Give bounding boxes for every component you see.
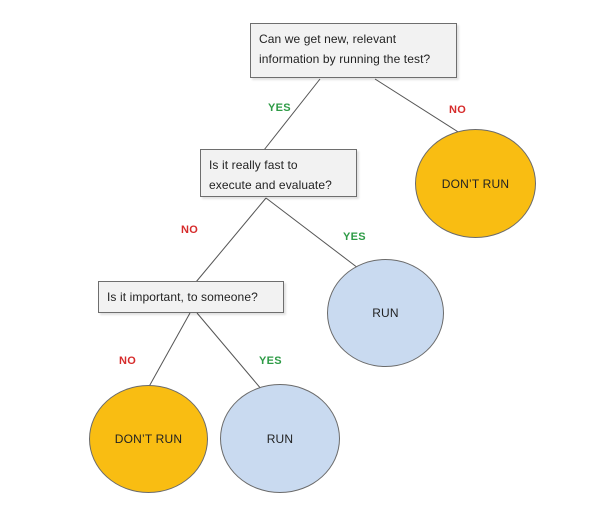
outcome-dont-run: DON’T RUN — [89, 385, 208, 493]
question-important: Is it important, to someone? — [98, 281, 284, 313]
edge-label-yes: YES — [268, 102, 291, 114]
question-line: Is it important, to someone? — [107, 290, 258, 304]
outcome-run: RUN — [327, 259, 444, 367]
question-line: execute and evaluate? — [209, 178, 332, 192]
edge-label-no: NO — [449, 104, 467, 116]
outcome-label: RUN — [372, 306, 399, 320]
outcome-run: RUN — [220, 384, 340, 493]
outcome-label: DON’T RUN — [441, 176, 510, 191]
connector-q1-to-q2 — [263, 78, 321, 151]
edge-label-yes: YES — [343, 231, 366, 243]
outcome-dont-run: DON’T RUN — [415, 129, 536, 238]
question-line: Is it really fast to — [209, 158, 298, 172]
question-line: Can we get new, relevant — [259, 32, 397, 46]
connector-q2-to-run — [265, 197, 359, 269]
question-fast-to-execute: Is it really fast to execute and evaluat… — [200, 149, 357, 197]
edge-label-no: NO — [119, 355, 137, 367]
edge-label-yes: YES — [259, 355, 282, 367]
outcome-label: DON’T RUN — [114, 432, 183, 446]
question-new-information: Can we get new, relevant information by … — [250, 23, 457, 78]
connector-q3-to-run — [196, 312, 263, 391]
connector-q2-to-q3 — [195, 197, 267, 283]
outcome-label: RUN — [266, 431, 294, 446]
connector-q1-to-dont-run — [374, 78, 464, 136]
connector-q3-to-dont-run — [145, 312, 191, 393]
edge-label-no: NO — [181, 224, 199, 236]
question-line: information by running the test? — [259, 52, 431, 66]
